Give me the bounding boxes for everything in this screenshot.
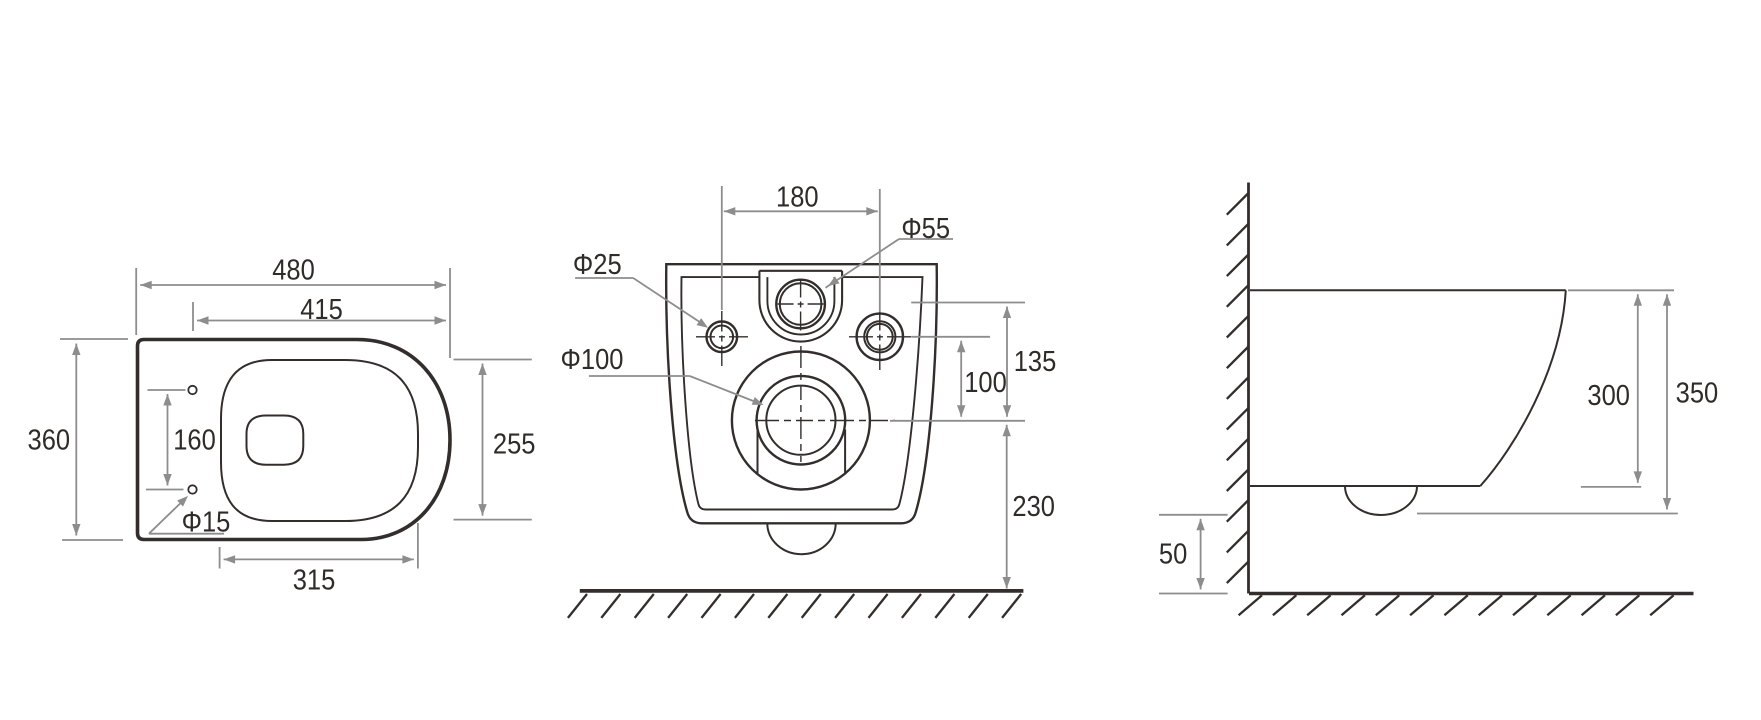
svg-text:230: 230 [1012,489,1055,522]
svg-text:135: 135 [1014,344,1057,377]
svg-text:480: 480 [272,253,315,286]
svg-text:160: 160 [173,423,216,456]
svg-text:Φ15: Φ15 [182,505,231,538]
svg-text:Φ25: Φ25 [573,247,622,280]
svg-text:360: 360 [28,423,71,456]
svg-text:350: 350 [1676,376,1719,409]
svg-text:Φ100: Φ100 [561,342,624,375]
svg-text:180: 180 [776,180,819,213]
svg-text:300: 300 [1587,379,1630,412]
svg-text:100: 100 [964,365,1007,398]
svg-text:255: 255 [493,427,536,460]
svg-text:50: 50 [1159,537,1187,570]
svg-text:415: 415 [300,292,343,325]
svg-text:315: 315 [293,563,336,596]
svg-text:Φ55: Φ55 [901,211,950,244]
